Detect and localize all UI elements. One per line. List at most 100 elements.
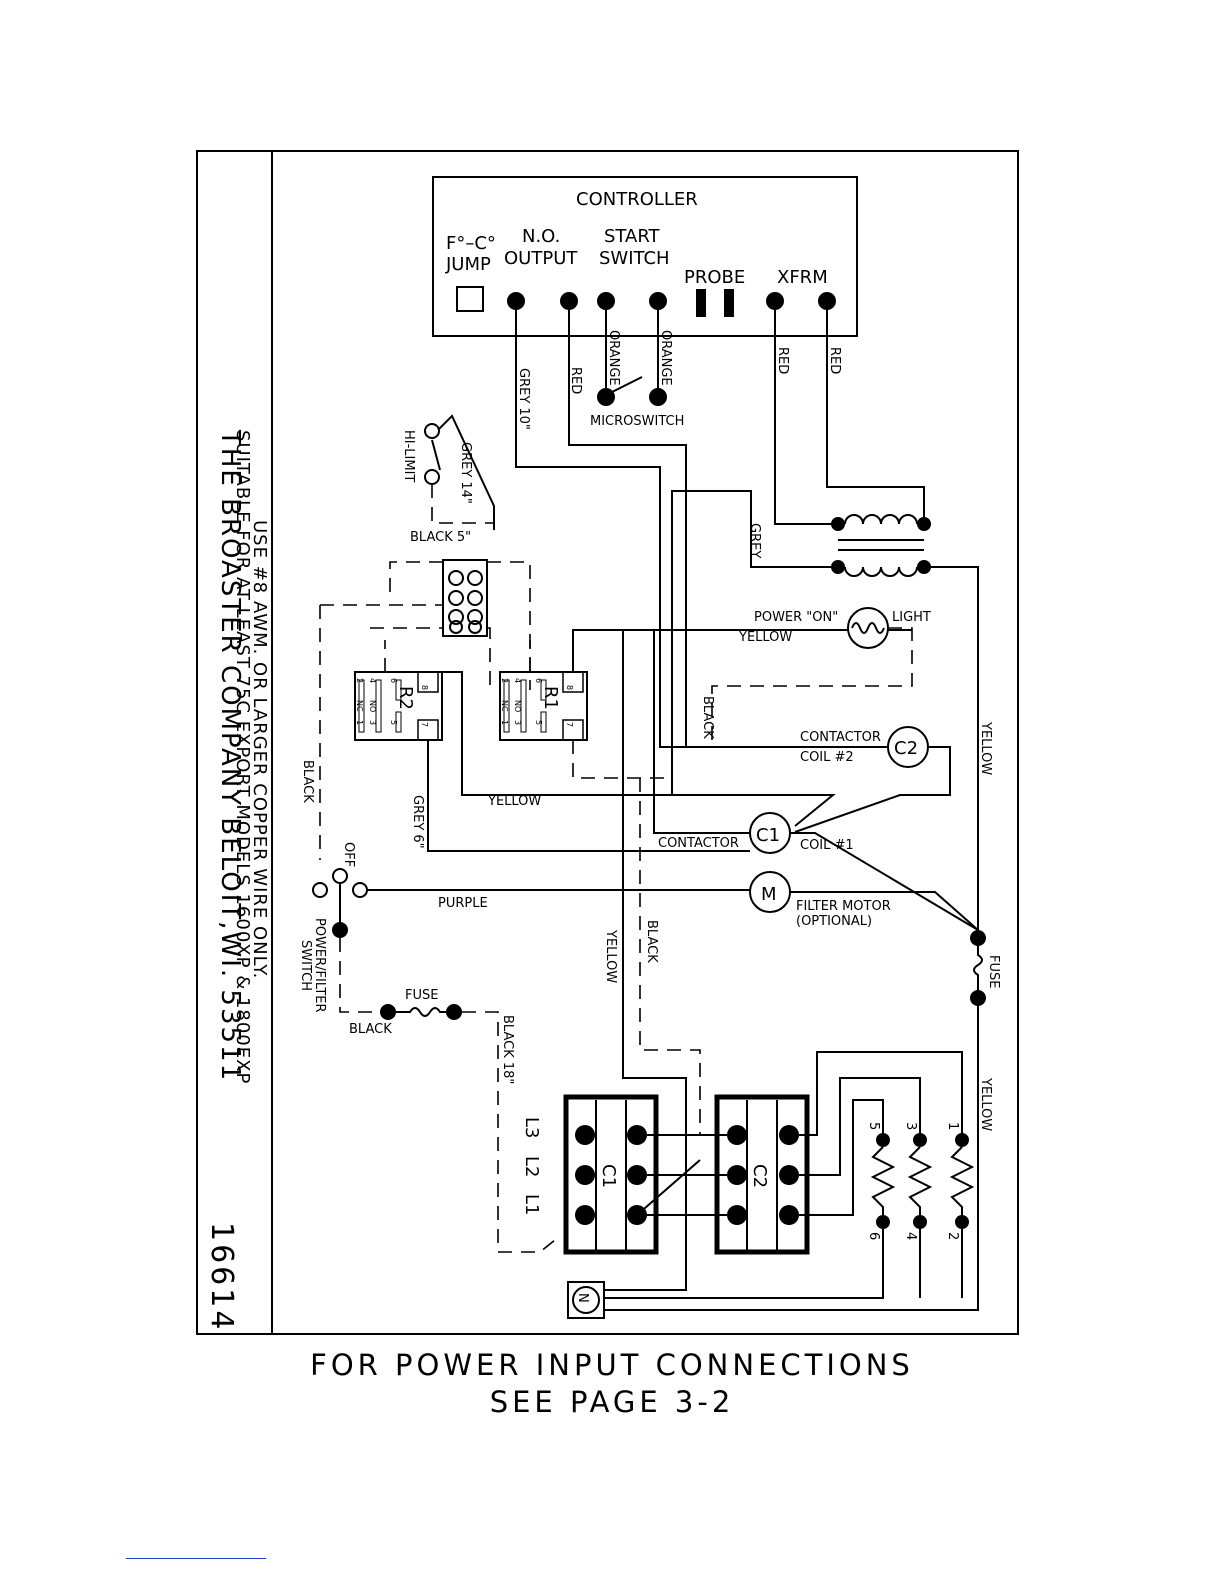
start-label-2: SWITCH [599,248,670,269]
r2-pin-2: 2 [355,678,364,683]
c1-l3-in [575,1125,595,1145]
label-black18: BLACK 18" [500,1015,515,1084]
wire-coil2-out [794,746,951,833]
label-grey-xfrm: GREY [747,523,762,558]
wire-red-xfrm-2 [826,301,925,524]
relay-r1 [499,671,588,741]
label-red-xfrm-1: RED [775,347,790,374]
element-heater-3 [949,1146,975,1222]
element-5-top [876,1133,890,1147]
wire-yellow-relay [428,671,836,827]
probe-terminal-1 [696,289,706,317]
r2-pin-7: 7 [420,722,429,727]
label-contactor-coil1-2: COIL #1 [800,838,854,853]
switch-common [332,922,348,938]
wire-c2-l2-out [789,1077,921,1176]
xfrm-primary-coil [844,514,918,525]
element-label-1: 1 [945,1122,960,1130]
conn-dash-left [389,561,443,600]
filter-motor-label: M [761,884,777,905]
r1-pin-5: 5 [534,720,543,725]
label-power-on: POWER "ON" [754,610,838,625]
conn-pin-1 [448,570,464,586]
controller-box [432,176,858,337]
probe-terminal-2 [724,289,734,317]
conn-pin-8 [468,620,482,634]
output-label-2: OUTPUT [504,248,578,269]
rating-note: SUITABLE FOR AT LEAST 75C EXPORT MODELS … [232,430,253,1084]
neutral-label: N [575,1293,590,1303]
fuse-right-bottom [970,990,986,1006]
label-fuse-right: FUSE [986,955,1001,988]
label-purple: PURPLE [438,896,488,911]
jump-label-1: F°–C° [446,233,496,254]
r1-pin-7: 7 [565,722,574,727]
hi-limit-blade [431,439,441,471]
relay-r2 [354,671,443,741]
label-light: LIGHT [892,610,931,625]
wire-grey10 [515,301,700,748]
r1-nc: NC [500,700,509,712]
company-line: THE BROASTER COMPANY BELOIT,WI. 53511 [215,429,245,1082]
conn-dash-right [487,561,531,690]
r1-pin-4: 4 [513,678,522,683]
microswitch-contact-1 [597,388,615,406]
probe-label: PROBE [684,267,745,288]
connector-8pin [442,559,488,637]
wire-black5 [431,484,494,524]
drawing-number-group: 16614 [204,1222,239,1332]
coil-c2-label: C2 [894,738,918,759]
label-black-fuse: BLACK [349,1022,392,1037]
wire-c2-l3-out [789,1051,963,1136]
r1-pin-3: 3 [513,720,522,725]
label-l3: L3 [521,1117,542,1138]
switch-top-contact [332,868,348,884]
c1-l2-in [575,1165,595,1185]
conn-pin-2 [467,570,483,586]
title-block: THE BROASTER COMPANY BELOIT,WI. 53511 [215,429,245,1082]
c1-l1-in [575,1205,595,1225]
label-filter-motor-1: FILTER MOTOR [796,899,891,914]
label-grey14: GREY 14" [458,442,473,504]
element-4-bottom [913,1215,927,1229]
footer-line-1: FOR POWER INPUT CONNECTIONS [310,1348,914,1382]
wire-note: USE #8 AWM. OR LARGER COPPER WIRE ONLY. [249,520,270,979]
label-filter-motor-2: (OPTIONAL) [796,914,872,929]
label-orange-1: ORANGE [606,330,621,386]
element-3-top [913,1133,927,1147]
wire-c2-l1-out [789,1099,884,1216]
label-yellow-light: YELLOW [738,630,792,645]
element-label-5: 5 [866,1122,881,1130]
power-light-filament [851,622,885,634]
contactor-c2-label: C2 [749,1164,770,1188]
fuse-right-top [970,930,986,946]
diagram-frame [196,150,1019,1335]
label-off: OFF [341,842,356,867]
wire-grey-xfrm [671,490,838,795]
element-heater-1 [870,1146,896,1222]
link-l1-diag [636,1159,701,1216]
hi-limit-contact-1 [424,423,440,439]
wire-grey14 [438,414,495,530]
r1-pin-8: 8 [565,685,574,690]
wire-black-vert [639,778,701,1135]
wire-yellow-vert [622,630,687,1215]
conn-pin-7 [449,620,463,634]
relay-r1-label: R1 [540,686,561,710]
label-yellow-relay: YELLOW [487,794,541,809]
label-contactor-coil2-2: COIL #2 [800,750,854,765]
wire-elements-return [604,1229,963,1299]
wire-black18 [462,1011,561,1253]
switch-on-contact [352,882,368,898]
title-block-line1: USE #8 AWM. OR LARGER COPPER WIRE ONLY. [249,520,270,979]
label-power-filter-2: SWITCH [298,940,313,991]
label-power-filter-1: POWER/FILTER [312,918,327,1013]
wire-yellow-right [924,566,979,938]
wire-grey6 [427,740,750,852]
fuse-left-1 [380,1004,396,1020]
r2-pin-5: 5 [389,720,398,725]
r1-pin-6: 6 [534,678,543,683]
r1-pin-1: 1 [500,720,509,725]
element-6-bottom [876,1215,890,1229]
